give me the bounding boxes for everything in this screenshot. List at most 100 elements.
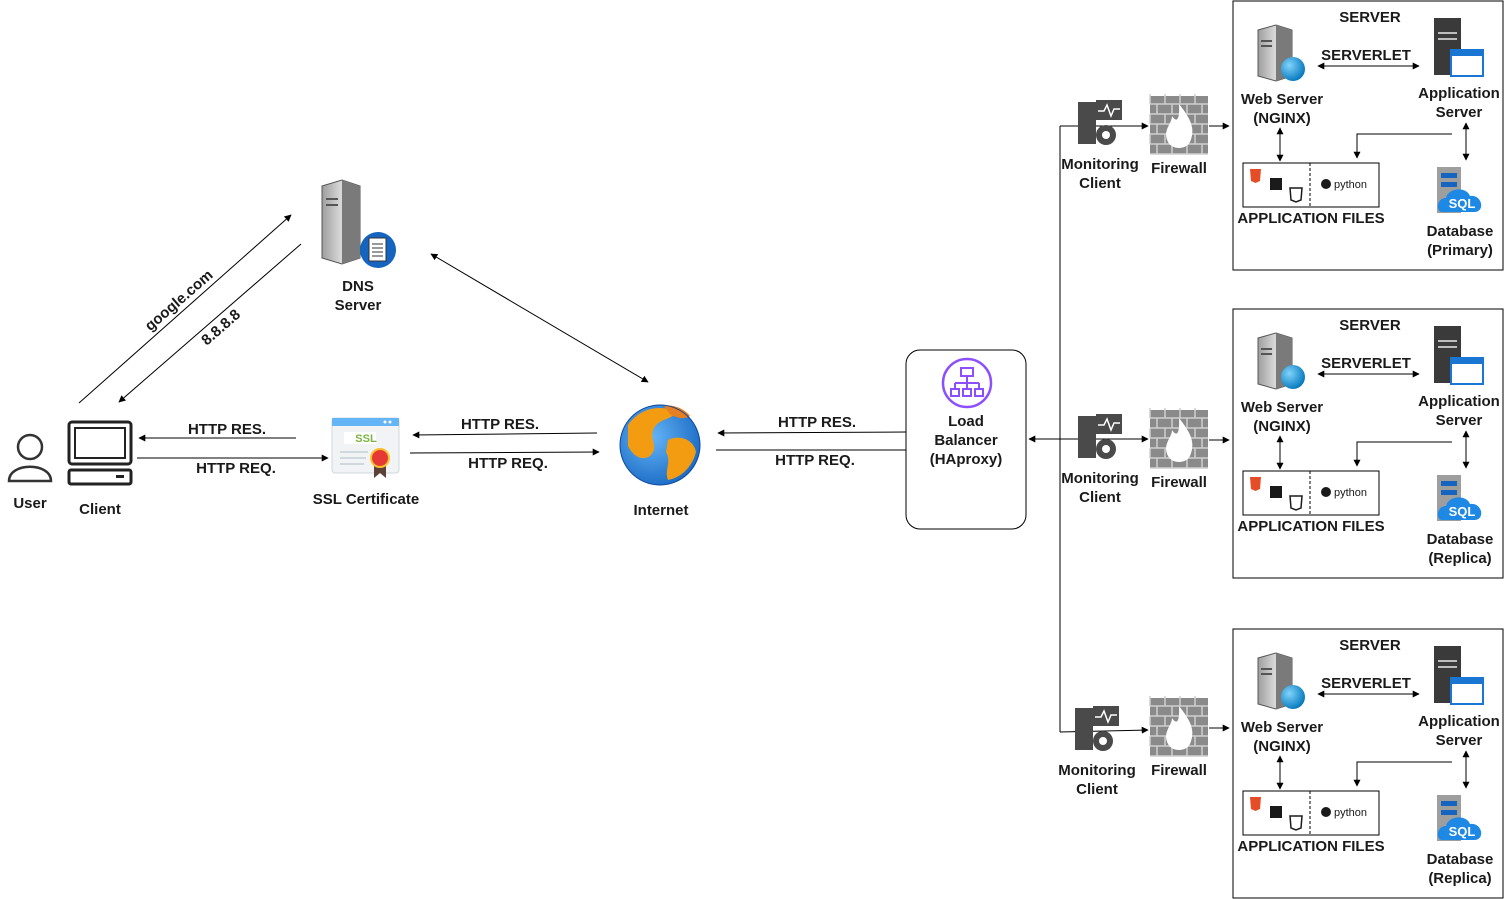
serverlet-label: SERVERLET: [1321, 47, 1411, 64]
database-label-line1: Database: [1427, 851, 1494, 868]
dns-label-line1: DNS: [342, 278, 374, 295]
edge-dns-internet: [430, 253, 649, 383]
monitoring-label-line1: Monitoring: [1061, 470, 1138, 487]
js-icon: [1270, 486, 1282, 498]
database-label-line1: Database: [1427, 531, 1494, 548]
database-label-line2: (Replica): [1428, 870, 1491, 887]
ssl-label: SSL Certificate: [313, 491, 419, 508]
app-server-label-line2: Server: [1436, 412, 1483, 429]
serverlet-label: SERVERLET: [1321, 355, 1411, 372]
web-server-icon: [1257, 332, 1305, 390]
server-title: SERVER: [1339, 317, 1401, 334]
database-label-line2: (Replica): [1428, 550, 1491, 567]
database-label-line2: (Primary): [1427, 242, 1493, 259]
monitoring-label-line1: Monitoring: [1058, 762, 1135, 779]
globe-icon: [619, 404, 701, 486]
app-server-label-line1: Application: [1418, 85, 1500, 102]
server-title: SERVER: [1339, 637, 1401, 654]
edge-label-res-1: HTTP RES.: [188, 421, 266, 438]
application-server-icon: [1434, 18, 1484, 77]
internet-label: Internet: [633, 502, 688, 519]
js-icon: [1270, 178, 1282, 190]
firewall-label: Firewall: [1151, 762, 1207, 779]
js-icon: [1270, 806, 1282, 818]
firewall-label: Firewall: [1151, 160, 1207, 177]
css3-icon: [1289, 187, 1303, 203]
monitoring-label-line1: Monitoring: [1061, 156, 1138, 173]
edge-label-req-3: HTTP REQ.: [775, 452, 855, 469]
web-server-label-line2: (NGINX): [1253, 418, 1311, 435]
database-icon: SQL: [1437, 795, 1482, 841]
database-icon: SQL: [1437, 167, 1482, 213]
edge-label-google: google.com: [142, 267, 217, 335]
web-server-label-line1: Web Server: [1241, 719, 1323, 736]
edge-label-req-1: HTTP REQ.: [196, 460, 276, 477]
css3-icon: [1289, 815, 1303, 831]
web-server-label-line2: (NGINX): [1253, 110, 1311, 127]
edge-ssl-to-internet: [409, 448, 600, 456]
app-server-label-line1: Application: [1418, 393, 1500, 410]
html5-icon: [1250, 169, 1261, 183]
database-label-line1: Database: [1427, 223, 1494, 240]
firewall-label: Firewall: [1151, 474, 1207, 491]
web-server-label-line1: Web Server: [1241, 91, 1323, 108]
ssl-certificate-icon: [331, 417, 400, 478]
application-files-box: python: [1242, 162, 1380, 208]
sql-badge: SQL: [1449, 504, 1476, 519]
web-server-label-line2: (NGINX): [1253, 738, 1311, 755]
ssl-badge-text: SSL: [355, 433, 377, 445]
app-server-label-line2: Server: [1436, 104, 1483, 121]
monitoring-label-line2: Client: [1076, 781, 1118, 798]
database-icon: SQL: [1437, 475, 1482, 521]
serverlet-label: SERVERLET: [1321, 675, 1411, 692]
application-files-box: python: [1242, 470, 1380, 516]
client-label: Client: [79, 501, 121, 518]
dns-label-line2: Server: [335, 297, 382, 314]
html5-icon: [1250, 477, 1261, 491]
server-title: SERVER: [1339, 9, 1401, 26]
edge-label-req-2: HTTP REQ.: [468, 455, 548, 472]
css3-icon: [1289, 495, 1303, 511]
user-icon: [7, 433, 53, 483]
lb-label-line1: Load: [948, 413, 984, 430]
monitoring-label-line2: Client: [1079, 489, 1121, 506]
monitoring-label-line2: Client: [1079, 175, 1121, 192]
branch-3: [1059, 726, 1149, 734]
web-server-icon: [1257, 652, 1305, 710]
monitoring-icon: [1075, 706, 1119, 751]
application-files-label: APPLICATION FILES: [1237, 210, 1384, 227]
firewall-icon: [1149, 94, 1208, 155]
load-balancer-box: [905, 349, 1027, 530]
edge-label-res-2: HTTP RES.: [461, 416, 539, 433]
user-label: User: [13, 495, 47, 512]
edge-label-res-3: HTTP RES.: [778, 414, 856, 431]
python-label: python: [1334, 487, 1367, 499]
web-server-label-line1: Web Server: [1241, 399, 1323, 416]
application-files-label: APPLICATION FILES: [1237, 518, 1384, 535]
python-label: python: [1334, 179, 1367, 191]
python-label: python: [1334, 807, 1367, 819]
lb-label-line2: Balancer: [934, 432, 998, 449]
python-icon: [1321, 179, 1331, 189]
sql-badge: SQL: [1449, 824, 1476, 839]
application-files-box: python: [1242, 790, 1380, 836]
app-server-label-line2: Server: [1436, 732, 1483, 749]
web-server-icon: [1257, 24, 1305, 82]
monitoring-icon: [1078, 414, 1122, 459]
edge-internet-to-ssl: [412, 431, 598, 439]
edge-lb-to-internet: [717, 429, 907, 437]
sql-badge: SQL: [1449, 196, 1476, 211]
firewall-icon: [1149, 408, 1208, 469]
lb-label-line3: (HAproxy): [930, 451, 1003, 468]
dns-server-icon: [321, 179, 396, 268]
application-files-label: APPLICATION FILES: [1237, 838, 1384, 855]
application-server-icon: [1434, 646, 1484, 705]
edge-dns-to-client: [118, 243, 302, 403]
app-server-label-line1: Application: [1418, 713, 1500, 730]
